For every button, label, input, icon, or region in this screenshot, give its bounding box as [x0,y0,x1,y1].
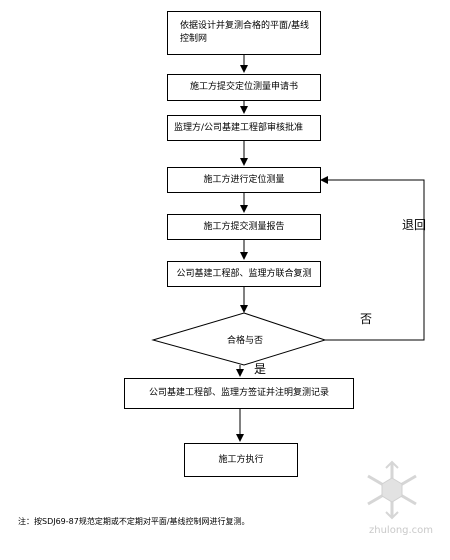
step-text-6: 公司基建工程部、监理方联合复测 [176,268,312,279]
step-box-2: 施工方提交定位测量申请书 [167,74,321,101]
step-box-4: 施工方进行定位测量 [167,167,321,193]
return-label: 退回 [402,218,427,232]
yes-label: 是 [254,362,267,376]
step-text-5: 施工方提交测量报告 [203,221,285,232]
step-text-3: 监理方/公司基建工程部审核批准 [174,122,304,133]
decision-diamond [151,312,327,366]
step-box-5: 施工方提交测量报告 [167,214,321,240]
step-text-8: 施工方执行 [218,454,264,465]
decision-label: 合格与否 [226,336,263,346]
step-text-7: 公司基建工程部、监理方签证并注明复测记录 [148,388,329,398]
step-text-4: 施工方进行定位测量 [203,174,285,185]
step-box-3: 监理方/公司基建工程部审核批准 [167,115,321,141]
return-loop-line [320,176,425,341]
no-label: 否 [360,312,373,326]
step-box-7: 公司基建工程部、监理方签证并注明复测记录 [124,378,354,409]
footer-note: 注：按SDJ69-87规范定期或不定期对平面/基线控制网进行复测。 [18,517,250,526]
step-text-1: 依据设计并复测合格的平面/基线控制网 [180,21,310,44]
step-box-6: 公司基建工程部、监理方联合复测 [167,261,321,287]
step-box-8: 施工方执行 [184,443,298,477]
step-box-1: 依据设计并复测合格的平面/基线控制网 [167,11,321,55]
watermark-text: zhulong.com [369,525,434,536]
step-text-2: 施工方提交定位测量申请书 [189,82,298,92]
